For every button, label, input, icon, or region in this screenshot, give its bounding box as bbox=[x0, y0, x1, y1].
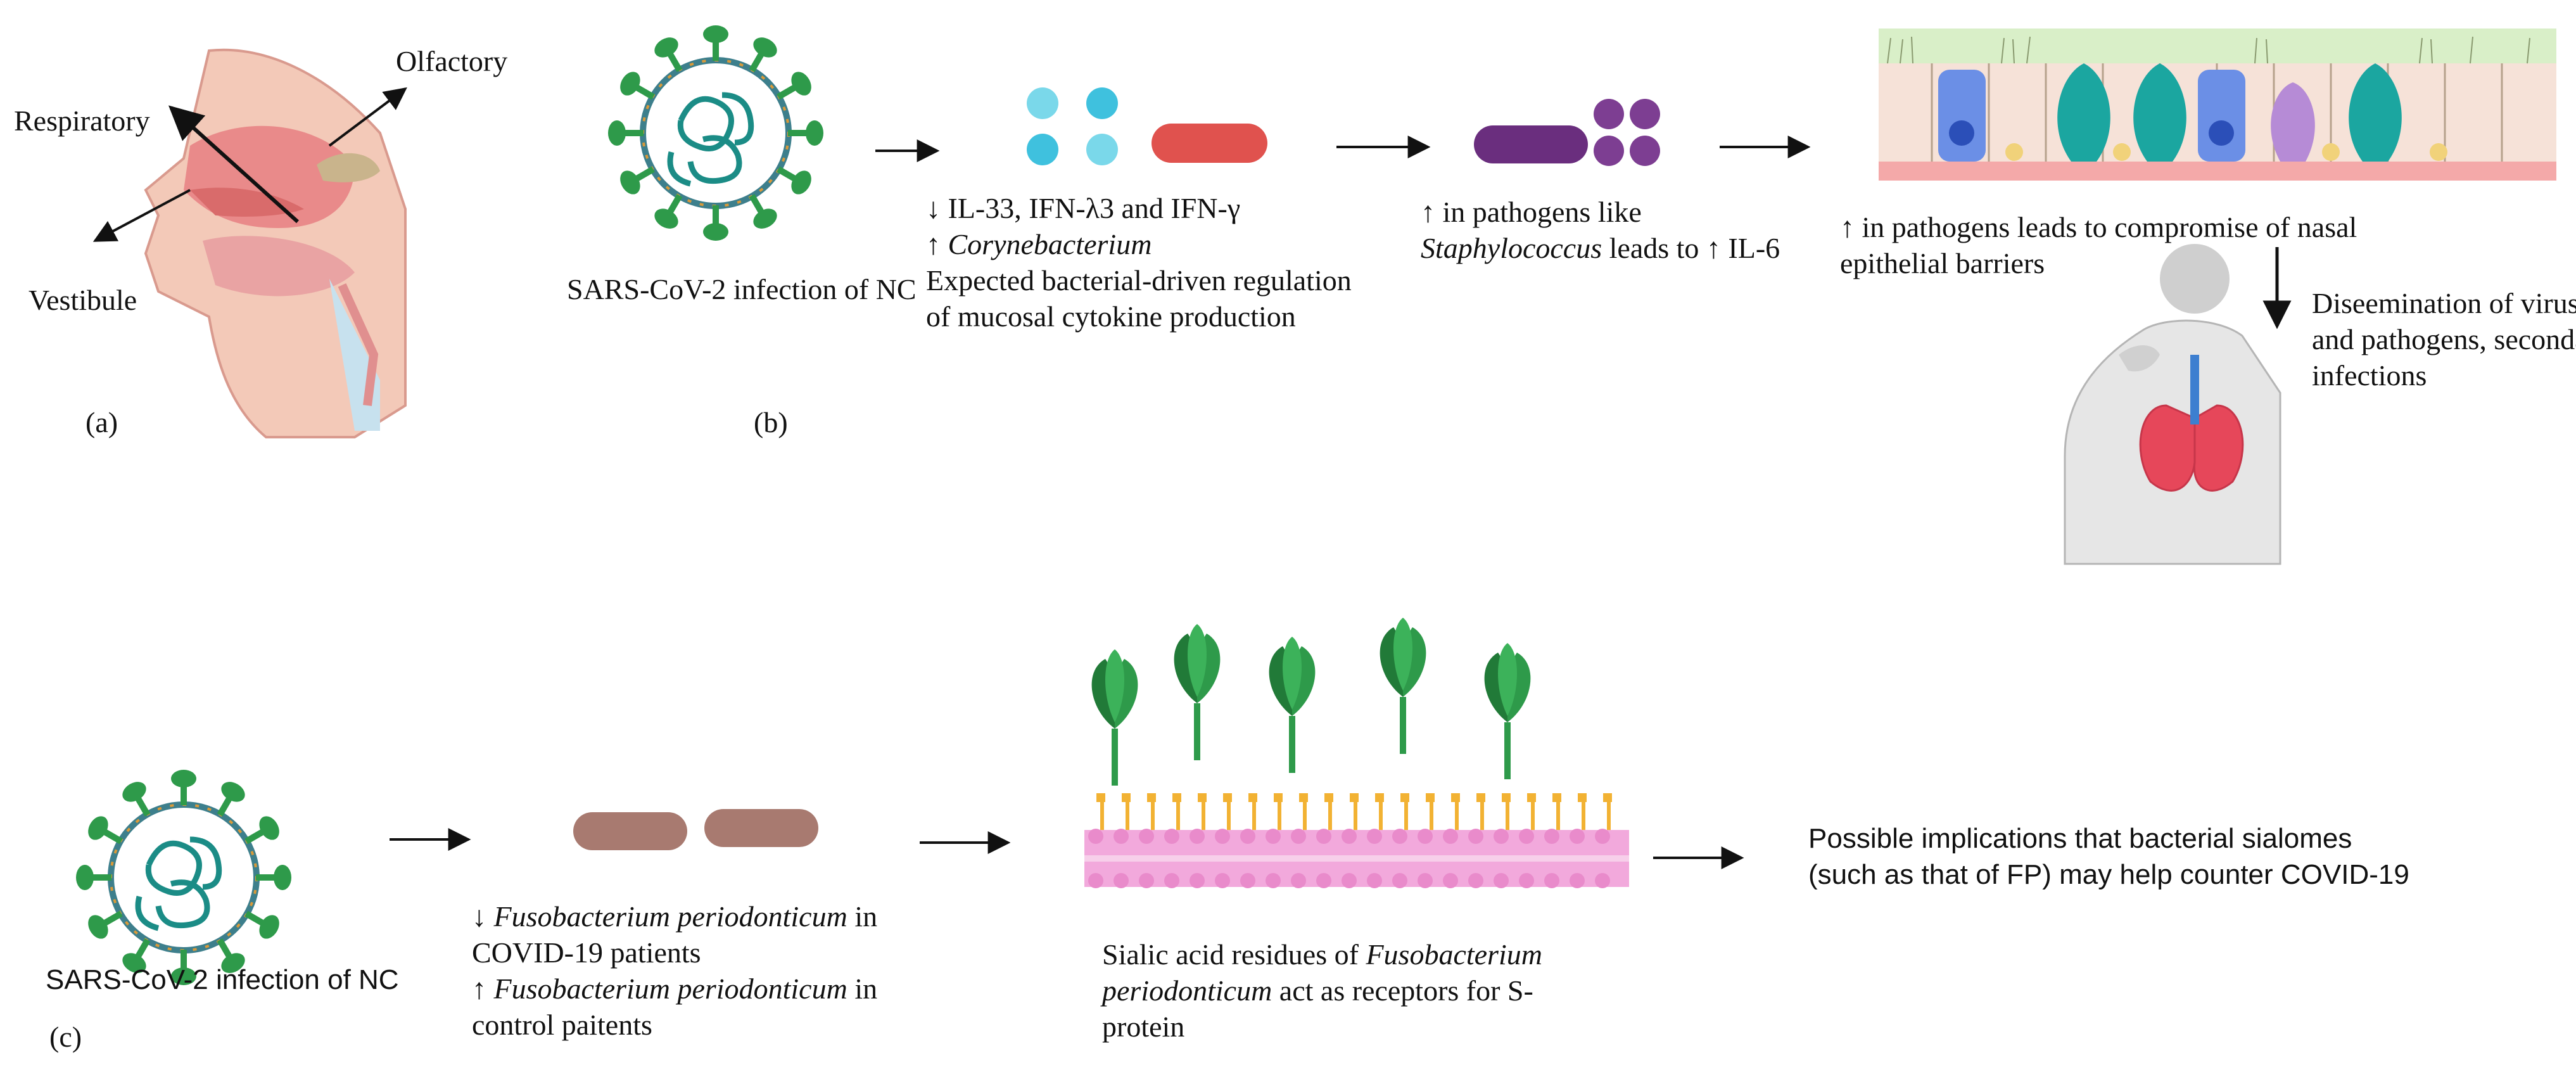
fusobacterium-name-2: Fusobacterium periodonticum bbox=[493, 972, 847, 1005]
arrow-respiratory bbox=[168, 105, 300, 224]
step-c1-line2: COVID-19 patients bbox=[472, 936, 701, 969]
up-arrow-symbol-c: ↑ bbox=[472, 972, 494, 1005]
step-c1-line4: control paitents bbox=[472, 1009, 652, 1041]
step-c2-line2: periodonticum act as receptors for S- bbox=[1102, 972, 1533, 1009]
step-c1-line3-rest: in bbox=[847, 972, 878, 1005]
step-b4-line1: Diseemination of virus bbox=[2312, 287, 2576, 319]
label-vestibule: Vestibule bbox=[29, 284, 137, 316]
panel-letter-c: (c) bbox=[49, 1021, 82, 1053]
virus-icon-b bbox=[608, 25, 823, 241]
step-c2-line1: Sialic acid residues of Fusobacterium bbox=[1102, 936, 1542, 973]
step-c3-line1: Possible implications that bacterial sia… bbox=[1808, 823, 2352, 854]
step-b4-line2: and pathogens, secondary bbox=[2312, 323, 2576, 355]
step-b4-line3: infections bbox=[2312, 359, 2427, 392]
step-b1-line3: Expected bacterial-driven regulation bbox=[926, 264, 1352, 297]
label-olfactory: Olfactory bbox=[396, 45, 508, 77]
step-b2-line1: ↑ in pathogens like bbox=[1421, 196, 1642, 228]
step-c1-line1: ↓ Fusobacterium periodonticum in bbox=[472, 898, 877, 935]
coughing-person-illustration bbox=[2064, 244, 2281, 565]
down-arrow-symbol: ↓ bbox=[472, 900, 494, 933]
step-c1-line3: ↑ Fusobacterium periodonticum in bbox=[472, 971, 877, 1007]
virus-caption-b: SARS-CoV-2 infection of NC bbox=[567, 273, 917, 305]
fusobacterium-cells bbox=[573, 809, 818, 850]
nasal-cavity-illustration bbox=[144, 48, 407, 438]
corynebacterium-name: Corynebacterium bbox=[948, 228, 1152, 260]
step-b2-line2: Staphylococcus leads to ↑ IL-6 bbox=[1421, 230, 1780, 267]
step-c2-line3: protein bbox=[1102, 1011, 1185, 1043]
step-c1-line1-rest: in bbox=[847, 900, 878, 933]
step-c2-line1-prefix: Sialic acid residues of bbox=[1102, 938, 1366, 971]
label-respiratory: Respiratory bbox=[14, 105, 150, 137]
step-c2-line2-rest: act as receptors for S- bbox=[1272, 974, 1533, 1007]
fusobacterium-name-1: Fusobacterium periodonticum bbox=[493, 900, 847, 933]
staphylococcus-name: Staphylococcus bbox=[1421, 232, 1602, 264]
arrow-vestibule bbox=[92, 189, 191, 242]
fusobacterium-genus: Fusobacterium bbox=[1366, 938, 1542, 971]
nasal-epithelium-illustration bbox=[1879, 29, 2556, 181]
up-arrow-symbol: ↑ bbox=[926, 228, 948, 260]
step-b1-line2: ↑ Corynebacterium bbox=[926, 226, 1152, 263]
step-b2-line2-rest: leads to ↑ IL-6 bbox=[1602, 232, 1780, 264]
panel-letter-a: (a) bbox=[86, 406, 118, 438]
step-b1-line1: ↓ IL-33, IFN-λ3 and IFN-γ bbox=[926, 192, 1241, 224]
step-b3-line2: epithelial barriers bbox=[1840, 247, 2045, 279]
staphylococcus-cells bbox=[1474, 99, 1660, 166]
step-b3-line1: ↑ in pathogens leads to compromise of na… bbox=[1840, 211, 2357, 243]
virus-caption-c: SARS-CoV-2 infection of NC bbox=[46, 964, 399, 995]
periodonticum-species: periodonticum bbox=[1102, 974, 1272, 1007]
step-b1-line4: of mucosal cytokine production bbox=[926, 300, 1296, 333]
sialic-acid-membrane-illustration bbox=[1084, 618, 1629, 888]
virus-icon-c bbox=[76, 770, 291, 985]
corynebacterium-cells bbox=[1027, 87, 1267, 165]
panel-letter-b: (b) bbox=[754, 406, 788, 438]
step-c3-line2: (such as that of FP) may help counter CO… bbox=[1808, 859, 2409, 890]
arrow-olfactory bbox=[328, 87, 407, 147]
